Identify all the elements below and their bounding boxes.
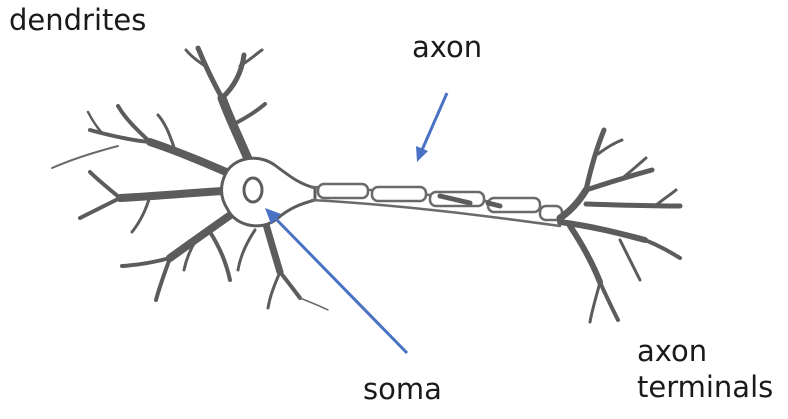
axon-terminals-label: axon terminals [637, 333, 773, 405]
axon-pointer-arrow [422, 93, 447, 150]
pointer-arrows [265, 93, 447, 353]
dendrites-label: dendrites [9, 6, 146, 35]
soma-pointer-arrow [275, 218, 407, 353]
nucleus [244, 178, 262, 202]
soma-label: soma [363, 375, 442, 404]
axon-terminals-label-line2: terminals [637, 369, 773, 405]
axon-shaft [312, 184, 562, 226]
axon-terminals [560, 130, 680, 322]
axon-label: axon [412, 33, 482, 62]
axon-terminals-label-line1: axon [637, 333, 773, 369]
